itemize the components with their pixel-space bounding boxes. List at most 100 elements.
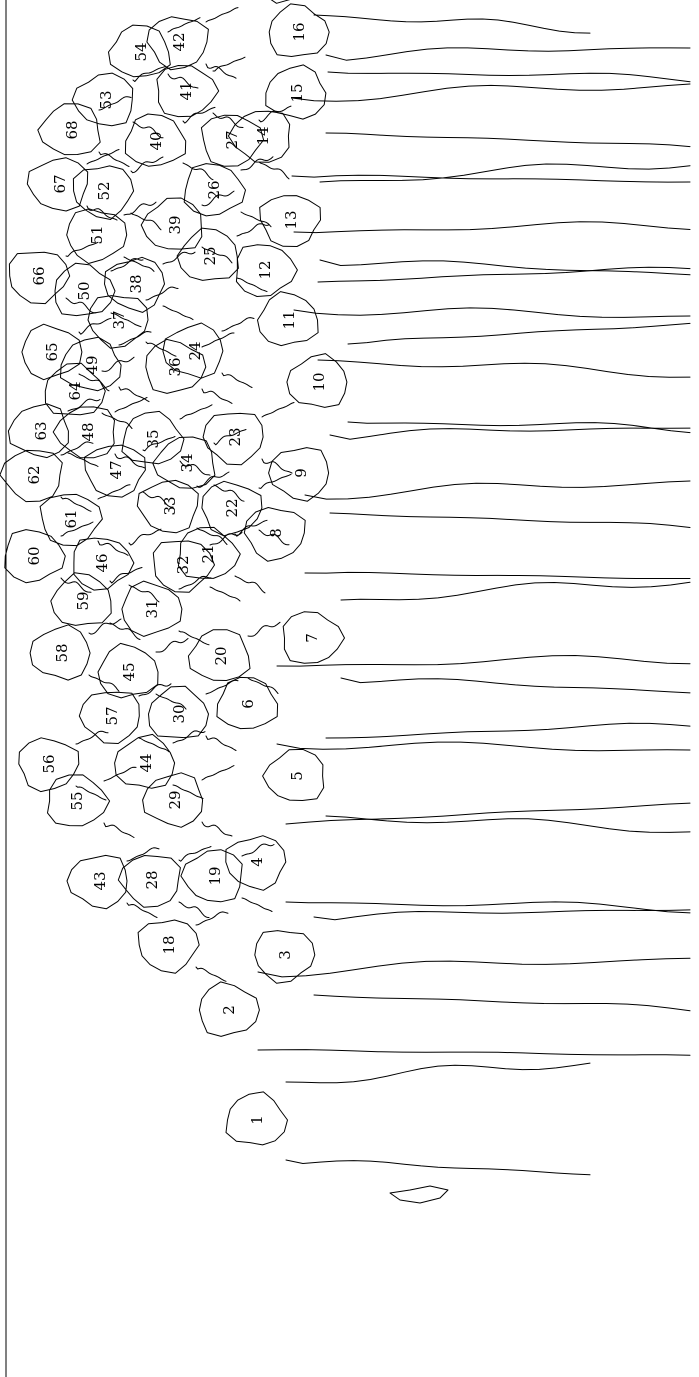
person-label-21: 21 (199, 544, 217, 563)
person-number-labels: 1234567891011121314151617181920212223242… (25, 0, 328, 1125)
body-outline-upper-9 (330, 428, 690, 439)
person-label-51: 51 (88, 225, 106, 244)
person-label-11: 11 (280, 310, 298, 329)
body-outline-lower-15 (326, 133, 690, 147)
shoulder-outline-67 (87, 150, 119, 165)
person-label-63: 63 (32, 421, 50, 440)
body-outline-upper-4 (286, 803, 690, 824)
person-label-64: 64 (66, 381, 84, 400)
shoulder-outline-lower-26 (241, 212, 271, 227)
person-label-68: 68 (63, 120, 81, 139)
body-outline-lower-8 (305, 572, 690, 578)
person-label-41: 41 (177, 81, 195, 100)
person-label-56: 56 (40, 754, 58, 773)
person-label-43: 43 (91, 871, 109, 890)
person-label-34: 34 (178, 453, 196, 472)
shoulder-outline-33 (197, 472, 229, 487)
person-label-58: 58 (53, 643, 71, 662)
shoulder-outline-lower-38 (163, 306, 193, 320)
body-outline-upper-11 (318, 267, 690, 282)
person-label-67: 67 (51, 174, 69, 193)
shoulder-outline-lower-30 (206, 736, 236, 751)
shoulder-outline-lower-61 (98, 541, 128, 555)
person-label-37: 37 (110, 310, 128, 329)
shoulder-outline-64 (102, 357, 134, 371)
person-label-14: 14 (254, 126, 272, 145)
person-label-30: 30 (170, 704, 188, 723)
shoulder-outline-24 (222, 318, 254, 331)
body-outline-upper-8 (305, 481, 690, 499)
person-label-49: 49 (83, 355, 101, 374)
shoulder-outline-lower-40 (183, 163, 213, 180)
person-label-48: 48 (79, 422, 97, 441)
body-outline-upper-7 (341, 582, 690, 600)
person-label-23: 23 (226, 427, 244, 446)
shoulder-outline-lower-29 (202, 822, 232, 836)
person-label-59: 59 (74, 591, 92, 610)
shoulder-outline-35 (180, 405, 212, 419)
person-label-54: 54 (132, 42, 150, 61)
person-label-25: 25 (201, 246, 219, 265)
person-label-2: 2 (220, 1005, 238, 1015)
person-label-3: 3 (276, 950, 294, 960)
person-label-40: 40 (147, 131, 165, 150)
shoulder-outline-49 (119, 332, 151, 346)
shoulder-outline-lower-63 (68, 453, 98, 467)
person-label-44: 44 (137, 753, 155, 772)
shoulder-outline-lower-36 (202, 389, 232, 403)
person-label-12: 12 (256, 260, 274, 279)
shoulder-outline-lower-37 (146, 342, 176, 356)
person-label-53: 53 (97, 90, 115, 109)
shoulder-outline-48 (115, 398, 147, 413)
person-label-31: 31 (143, 599, 161, 618)
shoulder-outline-lower-32 (210, 587, 240, 601)
body-outline-lower-6 (277, 742, 690, 751)
shoulder-outline-18 (196, 912, 228, 925)
body-outline-upper-1 (286, 1063, 590, 1083)
shoulder-outline-23 (262, 403, 294, 418)
head-outline-17 (255, 0, 315, 3)
shoulder-outline-lower-18 (196, 967, 226, 981)
person-label-6: 6 (239, 699, 257, 709)
person-label-32: 32 (174, 555, 192, 574)
person-label-20: 20 (212, 646, 230, 665)
person-label-61: 61 (62, 509, 80, 528)
shoulder-outline-51 (124, 202, 156, 215)
shoulder-outline-lower-59 (110, 623, 140, 640)
person-label-29: 29 (166, 790, 184, 809)
shoulder-outline-lower-28 (179, 902, 209, 918)
shoulder-outline-29 (202, 766, 234, 780)
shoulder-outline-25 (237, 224, 269, 236)
shoulder-outline-lower-52 (131, 213, 161, 230)
shoulder-outline-lower-31 (179, 631, 209, 645)
body-outline-upper-10 (348, 323, 690, 344)
body-outline-lower-17 (314, 15, 590, 33)
body-outline-lower-11 (318, 360, 690, 377)
shoulder-outline-lower-19 (242, 898, 272, 912)
person-label-33: 33 (161, 496, 179, 515)
shoulder-outline-19 (242, 844, 274, 856)
person-label-18: 18 (160, 935, 178, 954)
person-label-10: 10 (310, 372, 328, 391)
person-label-13: 13 (282, 210, 300, 229)
person-label-57: 57 (103, 706, 121, 725)
person-label-28: 28 (143, 870, 161, 889)
body-outline-lower-3 (314, 995, 690, 1011)
person-label-52: 52 (95, 181, 113, 200)
shoulder-outline-lower-51 (124, 257, 154, 271)
person-label-16: 16 (290, 22, 308, 41)
person-label-45: 45 (120, 662, 138, 681)
person-label-66: 66 (30, 266, 48, 285)
shoulder-outline-53 (133, 67, 165, 82)
person-label-4: 4 (248, 857, 266, 867)
body-outline-upper-5 (326, 723, 690, 738)
body-outline-lower-4 (286, 902, 690, 913)
body-outline-lower-2 (258, 1050, 690, 1056)
handbag-outline (390, 1186, 448, 1203)
shoulder-outline-54 (168, 18, 200, 32)
person-label-24: 24 (186, 341, 204, 360)
shoulder-outline-41 (213, 57, 245, 71)
person-label-5: 5 (288, 771, 306, 781)
body-outline-lower-7 (341, 678, 690, 693)
